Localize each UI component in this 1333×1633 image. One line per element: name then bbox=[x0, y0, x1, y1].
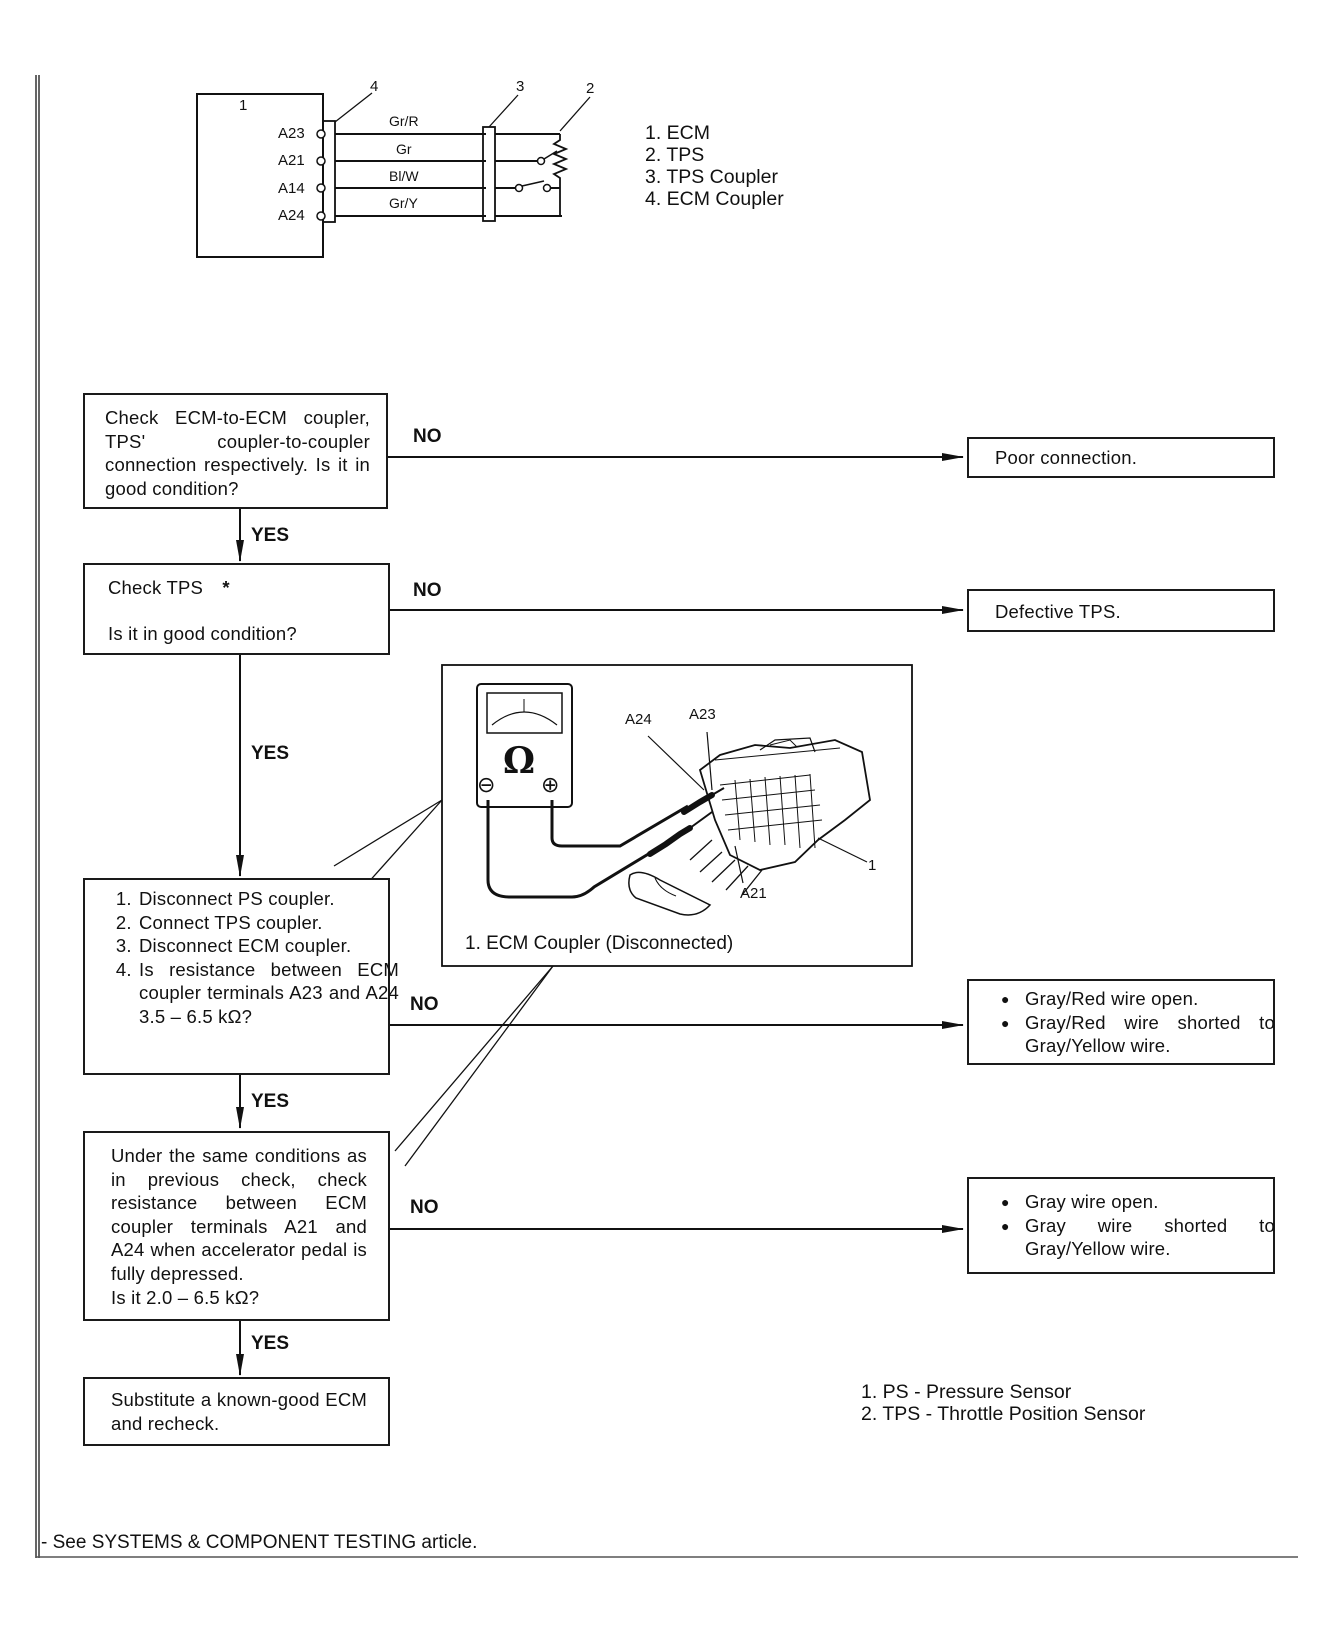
step4-question: Is it 2.0 – 6.5 kΩ? bbox=[111, 1287, 260, 1308]
ecm-number-label: 1 bbox=[239, 97, 248, 114]
pin-a21: A21 bbox=[278, 152, 305, 169]
ohmmeter bbox=[476, 683, 573, 808]
ohm-symbol: Ω bbox=[503, 740, 536, 782]
pin-a24: A24 bbox=[278, 207, 305, 224]
yes-label-4: YES bbox=[251, 1333, 290, 1354]
legend-item: 4. ECM Coupler bbox=[645, 188, 784, 210]
pin-a23: A23 bbox=[278, 125, 305, 142]
abbreviations: 1. PS - Pressure Sensor 2. TPS - Throttl… bbox=[861, 1381, 1145, 1425]
callout-4: 4 bbox=[370, 78, 379, 95]
wire-label-bl-w: Bl/W bbox=[389, 168, 419, 184]
terminal-label-a23: A23 bbox=[689, 706, 716, 723]
wire-label-gr: Gr bbox=[396, 141, 412, 157]
wire-label-gr-r: Gr/R bbox=[389, 113, 419, 129]
step3-item: Disconnect ECM coupler. bbox=[137, 934, 399, 958]
step3-item: Disconnect PS coupler. bbox=[137, 887, 399, 911]
inset-illustration bbox=[441, 664, 913, 967]
inset-pointers bbox=[333, 799, 554, 1167]
legend-item: 1. ECM bbox=[645, 122, 711, 144]
result-list-3: Gray/Red wire open. Gray/Red wire shorte… bbox=[1001, 987, 1275, 1058]
step1-box: Check ECM-to-ECM coupler, TPS' coupler-t… bbox=[83, 393, 388, 509]
schematic-legend: 1. ECM 2. TPS 3. TPS Coupler 4. ECM Coup… bbox=[645, 122, 784, 210]
star-footnote-marker: * bbox=[222, 577, 230, 598]
inset-callout-1: 1 bbox=[868, 857, 877, 874]
result-box-2: Defective TPS. bbox=[967, 589, 1275, 632]
result-box-3: Gray/Red wire open. Gray/Red wire shorte… bbox=[967, 979, 1275, 1065]
step5-text: Substitute a known-good ECM and recheck. bbox=[111, 1389, 367, 1434]
ecm-coupler-body bbox=[698, 739, 871, 871]
plus-terminal-icon: ⊕ bbox=[541, 772, 560, 797]
result-box-4: Gray wire open. Gray wire shorted to Gra… bbox=[967, 1177, 1275, 1274]
step4-text: Under the same conditions as in previous… bbox=[111, 1145, 367, 1284]
step1-text: Check ECM-to-ECM coupler, TPS' coupler-t… bbox=[105, 407, 370, 499]
tps-coupler bbox=[482, 126, 496, 222]
abbreviation-item: 2. TPS - Throttle Position Sensor bbox=[861, 1403, 1146, 1425]
flow-connectors bbox=[236, 453, 964, 1376]
no-label-3: NO bbox=[410, 994, 439, 1015]
yes-label-2: YES bbox=[251, 743, 290, 764]
step3-list: Disconnect PS coupler. Connect TPS coupl… bbox=[85, 887, 399, 1028]
result-text-2: Defective TPS. bbox=[995, 601, 1121, 622]
result-list-4: Gray wire open. Gray wire shorted to Gra… bbox=[1001, 1190, 1275, 1261]
legend-item: 2. TPS bbox=[645, 144, 705, 166]
ecm-coupler bbox=[322, 120, 336, 223]
result-item: Gray wire open. bbox=[1001, 1190, 1275, 1214]
step2-line2: Is it in good condition? bbox=[108, 623, 297, 644]
step2-box: Check TPS * Is it in good condition? bbox=[83, 563, 390, 655]
no-label-4: NO bbox=[410, 1197, 439, 1218]
pin-a14: A14 bbox=[278, 180, 305, 197]
no-label-2: NO bbox=[413, 580, 442, 601]
result-item: Gray/Red wire open. bbox=[1001, 987, 1275, 1011]
ecm-block bbox=[196, 93, 324, 258]
legend-item: 3. TPS Coupler bbox=[645, 166, 778, 188]
minus-terminal-icon: ⊖ bbox=[477, 772, 496, 797]
step3-item: Is resistance between ECM coupler termin… bbox=[137, 958, 399, 1029]
step5-box: Substitute a known-good ECM and recheck. bbox=[83, 1377, 390, 1446]
yes-label-1: YES bbox=[251, 525, 290, 546]
terminal-label-a21: A21 bbox=[740, 885, 767, 902]
wire-label-gr-y: Gr/Y bbox=[389, 195, 418, 211]
callout-2: 2 bbox=[586, 80, 595, 97]
result-box-1: Poor connection. bbox=[967, 437, 1275, 478]
wiring-schematic bbox=[196, 92, 591, 258]
step3-box: Disconnect PS coupler. Connect TPS coupl… bbox=[83, 878, 399, 1075]
result-item: Gray wire shorted to Gray/Yellow wire. bbox=[1001, 1214, 1275, 1261]
no-label-1: NO bbox=[413, 426, 442, 447]
callout-3: 3 bbox=[516, 78, 525, 95]
result-item: Gray/Red wire shorted to Gray/Yellow wir… bbox=[1001, 1011, 1275, 1058]
step3-item: Connect TPS coupler. bbox=[137, 911, 399, 935]
result-text-1: Poor connection. bbox=[995, 447, 1138, 468]
step4-box: Under the same conditions as in previous… bbox=[83, 1131, 390, 1321]
abbreviation-item: 1. PS - Pressure Sensor bbox=[861, 1381, 1072, 1403]
step2-check-text: Check TPS bbox=[108, 577, 204, 598]
inset-caption: 1. ECM Coupler (Disconnected) bbox=[465, 933, 734, 954]
yes-label-3: YES bbox=[251, 1091, 290, 1112]
footnote: - See SYSTEMS & COMPONENT TESTING articl… bbox=[41, 1532, 478, 1553]
terminal-label-a24: A24 bbox=[625, 711, 652, 728]
tps-resistor bbox=[551, 134, 569, 216]
step2-line1: Check TPS * bbox=[108, 576, 230, 600]
